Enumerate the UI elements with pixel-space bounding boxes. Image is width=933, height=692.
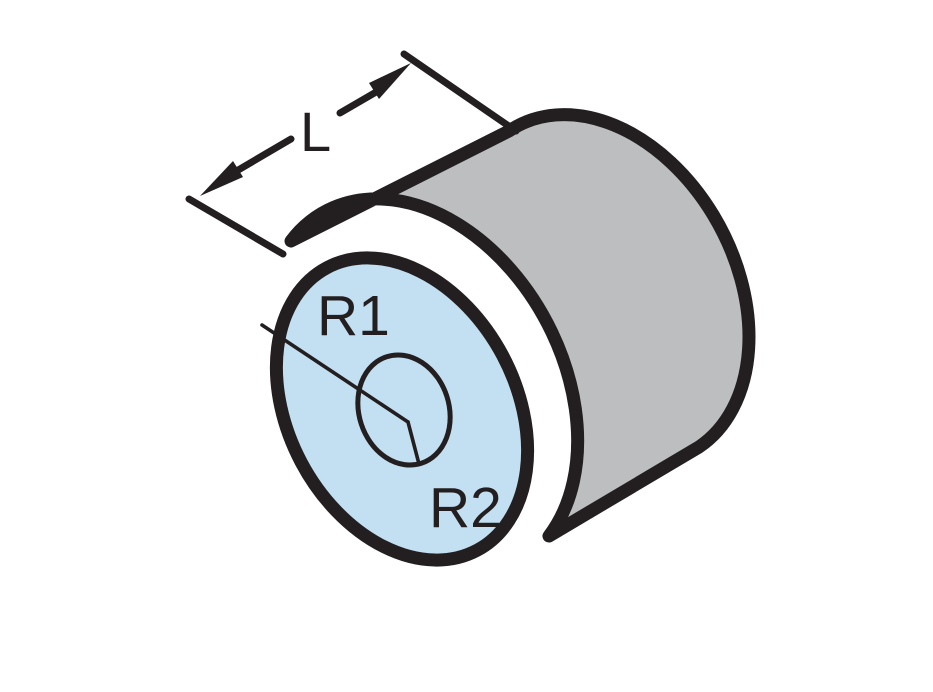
left-extension-line <box>185 195 287 258</box>
length-dimension-group <box>185 50 520 258</box>
cylinder-lateral-surface <box>284 108 756 543</box>
right-extension-line <box>400 50 520 135</box>
inner-radius-leader-line <box>406 420 421 466</box>
dimension-arrow-right <box>369 63 411 99</box>
bore-ellipse <box>355 352 453 468</box>
outer-radius-leader-line <box>260 323 410 424</box>
dimension-arrow-left <box>200 161 243 196</box>
radius-leader-lines <box>260 323 421 466</box>
front-face-outer-ellipse <box>269 251 535 567</box>
lateral-surface-fill <box>284 108 756 543</box>
outer-radius-label: R1 <box>317 284 390 348</box>
inner-radius-label: R2 <box>429 476 502 540</box>
length-label: L <box>300 100 331 163</box>
front-face-group <box>269 251 535 567</box>
bore-group <box>355 352 453 468</box>
